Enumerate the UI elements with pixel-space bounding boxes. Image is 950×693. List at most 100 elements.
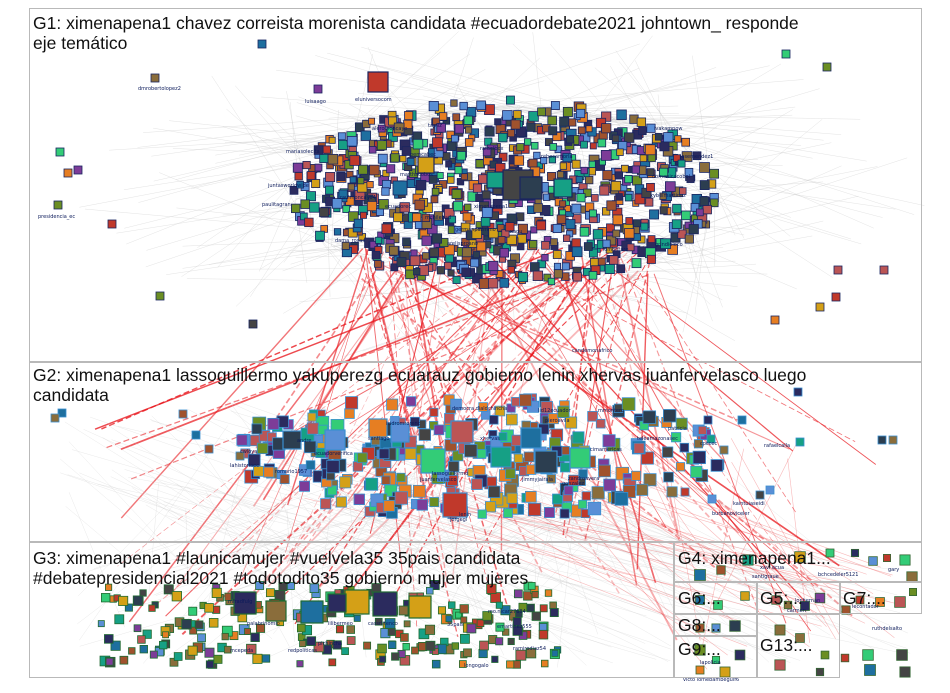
graph-node[interactable]	[765, 485, 775, 495]
graph-node[interactable]	[631, 258, 642, 269]
graph-node[interactable]	[438, 112, 448, 121]
graph-node[interactable]	[505, 222, 515, 232]
graph-node[interactable]	[489, 415, 499, 425]
graph-node[interactable]	[482, 147, 492, 157]
graph-node[interactable]	[649, 209, 660, 220]
graph-node[interactable]	[540, 157, 548, 165]
graph-node[interactable]	[400, 633, 409, 642]
graph-node[interactable]	[300, 212, 308, 221]
graph-node[interactable]	[569, 447, 591, 469]
graph-node[interactable]	[688, 224, 699, 235]
graph-node[interactable]	[624, 193, 633, 202]
graph-node[interactable]	[601, 111, 612, 122]
graph-node[interactable]	[454, 166, 463, 175]
graph-node[interactable]	[406, 396, 417, 407]
graph-node[interactable]	[369, 164, 380, 176]
graph-node[interactable]	[497, 224, 505, 232]
graph-node[interactable]	[703, 415, 713, 425]
graph-node[interactable]	[303, 440, 317, 454]
graph-node[interactable]	[155, 291, 165, 301]
graph-node[interactable]	[602, 207, 611, 216]
graph-node[interactable]	[614, 171, 623, 180]
graph-node[interactable]	[377, 124, 386, 133]
graph-node[interactable]	[421, 213, 430, 222]
graph-node[interactable]	[453, 225, 462, 234]
graph-node[interactable]	[671, 432, 682, 443]
graph-node[interactable]	[513, 155, 525, 166]
graph-node[interactable]	[548, 155, 557, 164]
graph-node[interactable]	[443, 244, 455, 256]
graph-node[interactable]	[452, 450, 464, 462]
graph-node[interactable]	[544, 138, 553, 147]
graph-node[interactable]	[328, 658, 337, 667]
graph-node[interactable]	[862, 649, 874, 661]
graph-node[interactable]	[588, 160, 596, 168]
graph-node[interactable]	[681, 210, 691, 221]
graph-node[interactable]	[471, 228, 482, 239]
graph-node[interactable]	[311, 179, 321, 189]
graph-node[interactable]	[864, 664, 876, 676]
graph-node[interactable]	[388, 116, 398, 126]
graph-node[interactable]	[580, 140, 588, 149]
graph-node[interactable]	[338, 189, 348, 199]
graph-node[interactable]	[610, 180, 622, 192]
graph-node[interactable]	[520, 427, 542, 449]
graph-node[interactable]	[204, 647, 215, 658]
graph-node[interactable]	[420, 448, 446, 474]
graph-node[interactable]	[428, 175, 438, 184]
graph-node[interactable]	[602, 170, 613, 181]
graph-node[interactable]	[631, 470, 642, 481]
graph-node[interactable]	[592, 229, 604, 240]
graph-node[interactable]	[498, 432, 508, 442]
graph-node[interactable]	[429, 497, 440, 508]
graph-node[interactable]	[640, 222, 649, 231]
graph-node[interactable]	[450, 99, 458, 107]
graph-node[interactable]	[386, 164, 396, 174]
graph-node[interactable]	[356, 452, 368, 464]
graph-node[interactable]	[327, 154, 339, 165]
graph-node[interactable]	[463, 115, 473, 125]
graph-node[interactable]	[429, 407, 439, 417]
graph-node[interactable]	[505, 95, 515, 105]
graph-node[interactable]	[500, 605, 511, 616]
graph-node[interactable]	[401, 146, 412, 156]
graph-node[interactable]	[346, 135, 358, 147]
graph-node[interactable]	[406, 157, 415, 166]
graph-node[interactable]	[428, 101, 439, 112]
graph-node[interactable]	[328, 136, 336, 144]
graph-node[interactable]	[393, 122, 405, 134]
graph-node[interactable]	[471, 478, 483, 490]
graph-node[interactable]	[659, 206, 668, 215]
graph-node[interactable]	[533, 203, 543, 213]
graph-node[interactable]	[527, 502, 542, 517]
graph-node[interactable]	[647, 235, 656, 243]
graph-node[interactable]	[368, 418, 388, 438]
graph-node[interactable]	[659, 192, 667, 200]
graph-node[interactable]	[460, 173, 468, 181]
graph-node[interactable]	[436, 266, 446, 275]
graph-node[interactable]	[646, 254, 656, 264]
graph-node[interactable]	[571, 246, 583, 258]
graph-node[interactable]	[455, 611, 462, 619]
graph-node[interactable]	[606, 223, 615, 233]
graph-node[interactable]	[444, 413, 455, 424]
graph-node[interactable]	[636, 117, 647, 127]
graph-node[interactable]	[591, 194, 599, 202]
graph-node[interactable]	[518, 272, 529, 283]
graph-node[interactable]	[325, 185, 334, 195]
graph-node[interactable]	[709, 198, 719, 208]
graph-node[interactable]	[255, 581, 265, 590]
graph-node[interactable]	[614, 492, 629, 506]
graph-node[interactable]	[394, 491, 408, 505]
graph-node[interactable]	[429, 580, 440, 591]
graph-node[interactable]	[680, 487, 690, 497]
graph-node[interactable]	[335, 496, 347, 508]
graph-node[interactable]	[347, 183, 355, 191]
graph-node[interactable]	[296, 660, 304, 668]
graph-node[interactable]	[150, 73, 160, 83]
graph-node[interactable]	[486, 171, 504, 189]
graph-node[interactable]	[302, 160, 311, 170]
graph-node[interactable]	[236, 434, 248, 446]
graph-node[interactable]	[341, 241, 350, 250]
graph-node[interactable]	[579, 227, 590, 237]
